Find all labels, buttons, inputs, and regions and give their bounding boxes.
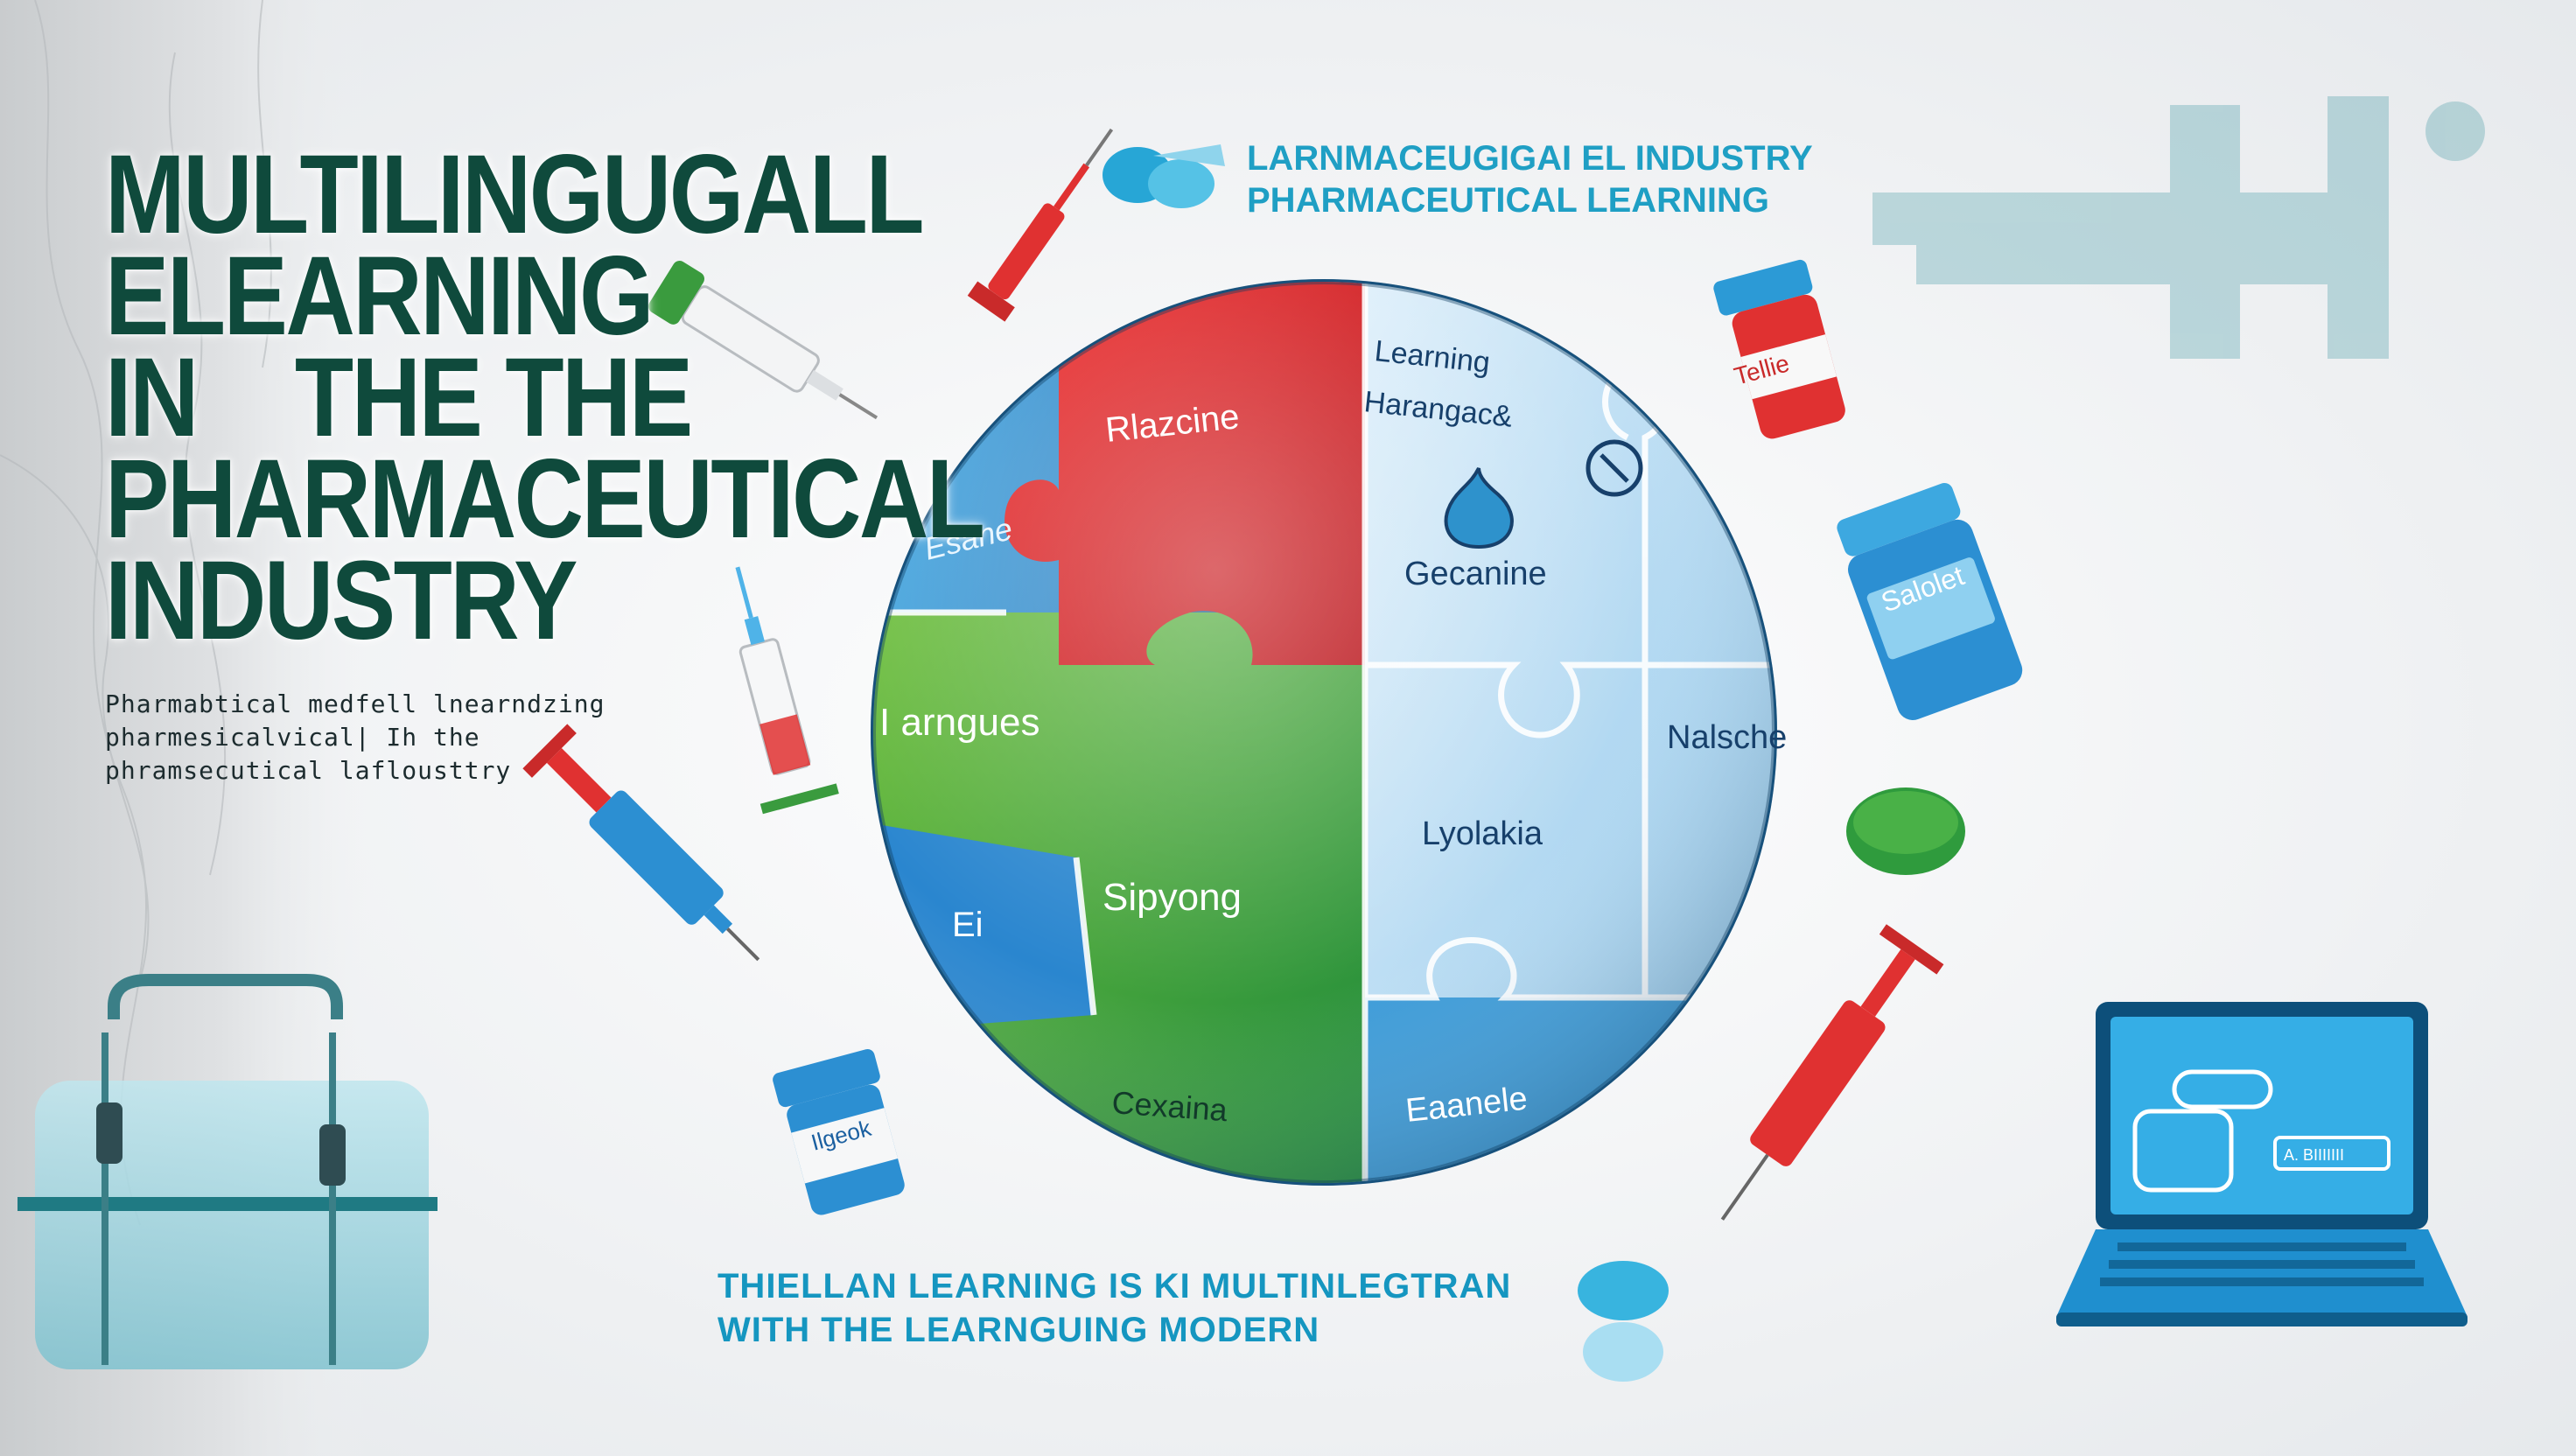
top-caption-line-2: PHARMACEUTICAL LEARNING — [1247, 181, 1770, 220]
vial-blue — [1837, 482, 2023, 720]
subtext-line-2: pharmesicalvical| Ih the — [105, 723, 480, 752]
syringe-icon — [522, 724, 760, 962]
bottom-caption: THIELLAN LEARNING IS KI MULTINLEGTRAN WI… — [718, 1264, 1511, 1352]
sub-description: Pharmabtical medfell lnearndzing pharmes… — [105, 688, 665, 788]
syringe-icon — [735, 566, 839, 815]
compass-icon — [1586, 439, 1643, 497]
caption-logo-icon — [1102, 144, 1225, 208]
main-headline: MULTILINGUGALL ELEARNING IN THE THE PHAR… — [105, 132, 985, 663]
syringe-icon — [1720, 924, 1944, 1221]
syringe-icon — [648, 260, 878, 420]
bottom-caption-line-1: THIELLAN LEARNING IS KI MULTINLEGTRAN — [718, 1267, 1512, 1306]
marble-veins — [0, 0, 272, 1226]
puzzle-label-green-center: Sipyong — [1102, 876, 1242, 919]
droplet-icon — [1444, 467, 1514, 550]
headline-line-1: MULTILINGUGALL — [105, 132, 925, 257]
syringe-icon — [967, 128, 1114, 322]
headline-line-3: IN THE THE — [105, 335, 693, 460]
vial-small — [773, 1048, 905, 1215]
top-caption-line-1: LARNMACEUGIGAI EL INDUSTRY — [1247, 139, 1813, 178]
puzzle-label-right: Nalsche — [1667, 719, 1787, 756]
bottom-logo-icon — [1578, 1261, 1669, 1382]
headline-line-2: ELEARNING — [105, 234, 654, 359]
puzzle-label-mid-right: Lyolakia — [1422, 816, 1544, 852]
headline-line-5: INDUSTRY — [105, 538, 578, 663]
top-caption: LARNMACEUGIGAI EL INDUSTRY PHARMACEUTICA… — [1247, 137, 1813, 221]
subtext-line-1: Pharmabtical medfell lnearndzing — [105, 690, 606, 718]
laptop-screen-label: A. BIIIIIII — [2284, 1146, 2344, 1164]
laptop-icon — [2056, 1002, 2468, 1326]
vial-red — [1713, 259, 1845, 439]
subtext-line-3: phramsecutical laflousttry — [105, 756, 512, 785]
pill-icon — [1846, 788, 1965, 875]
puzzle-label-green-left: I arngues — [879, 701, 1040, 744]
bottom-caption-line-2: WITH THE LEARNGUING MODERN — [718, 1311, 1320, 1349]
decor-teal-shapes — [1872, 96, 2485, 359]
puzzle-label-small-left: Ei — [952, 906, 984, 944]
medical-bag-icon — [18, 974, 438, 1369]
puzzle-label-bottom-green: Cexaina — [1110, 1084, 1229, 1128]
puzzle-label-blue-center: Gecanine — [1404, 556, 1547, 592]
headline-line-4: PHARMACEUTICAL — [105, 437, 985, 562]
